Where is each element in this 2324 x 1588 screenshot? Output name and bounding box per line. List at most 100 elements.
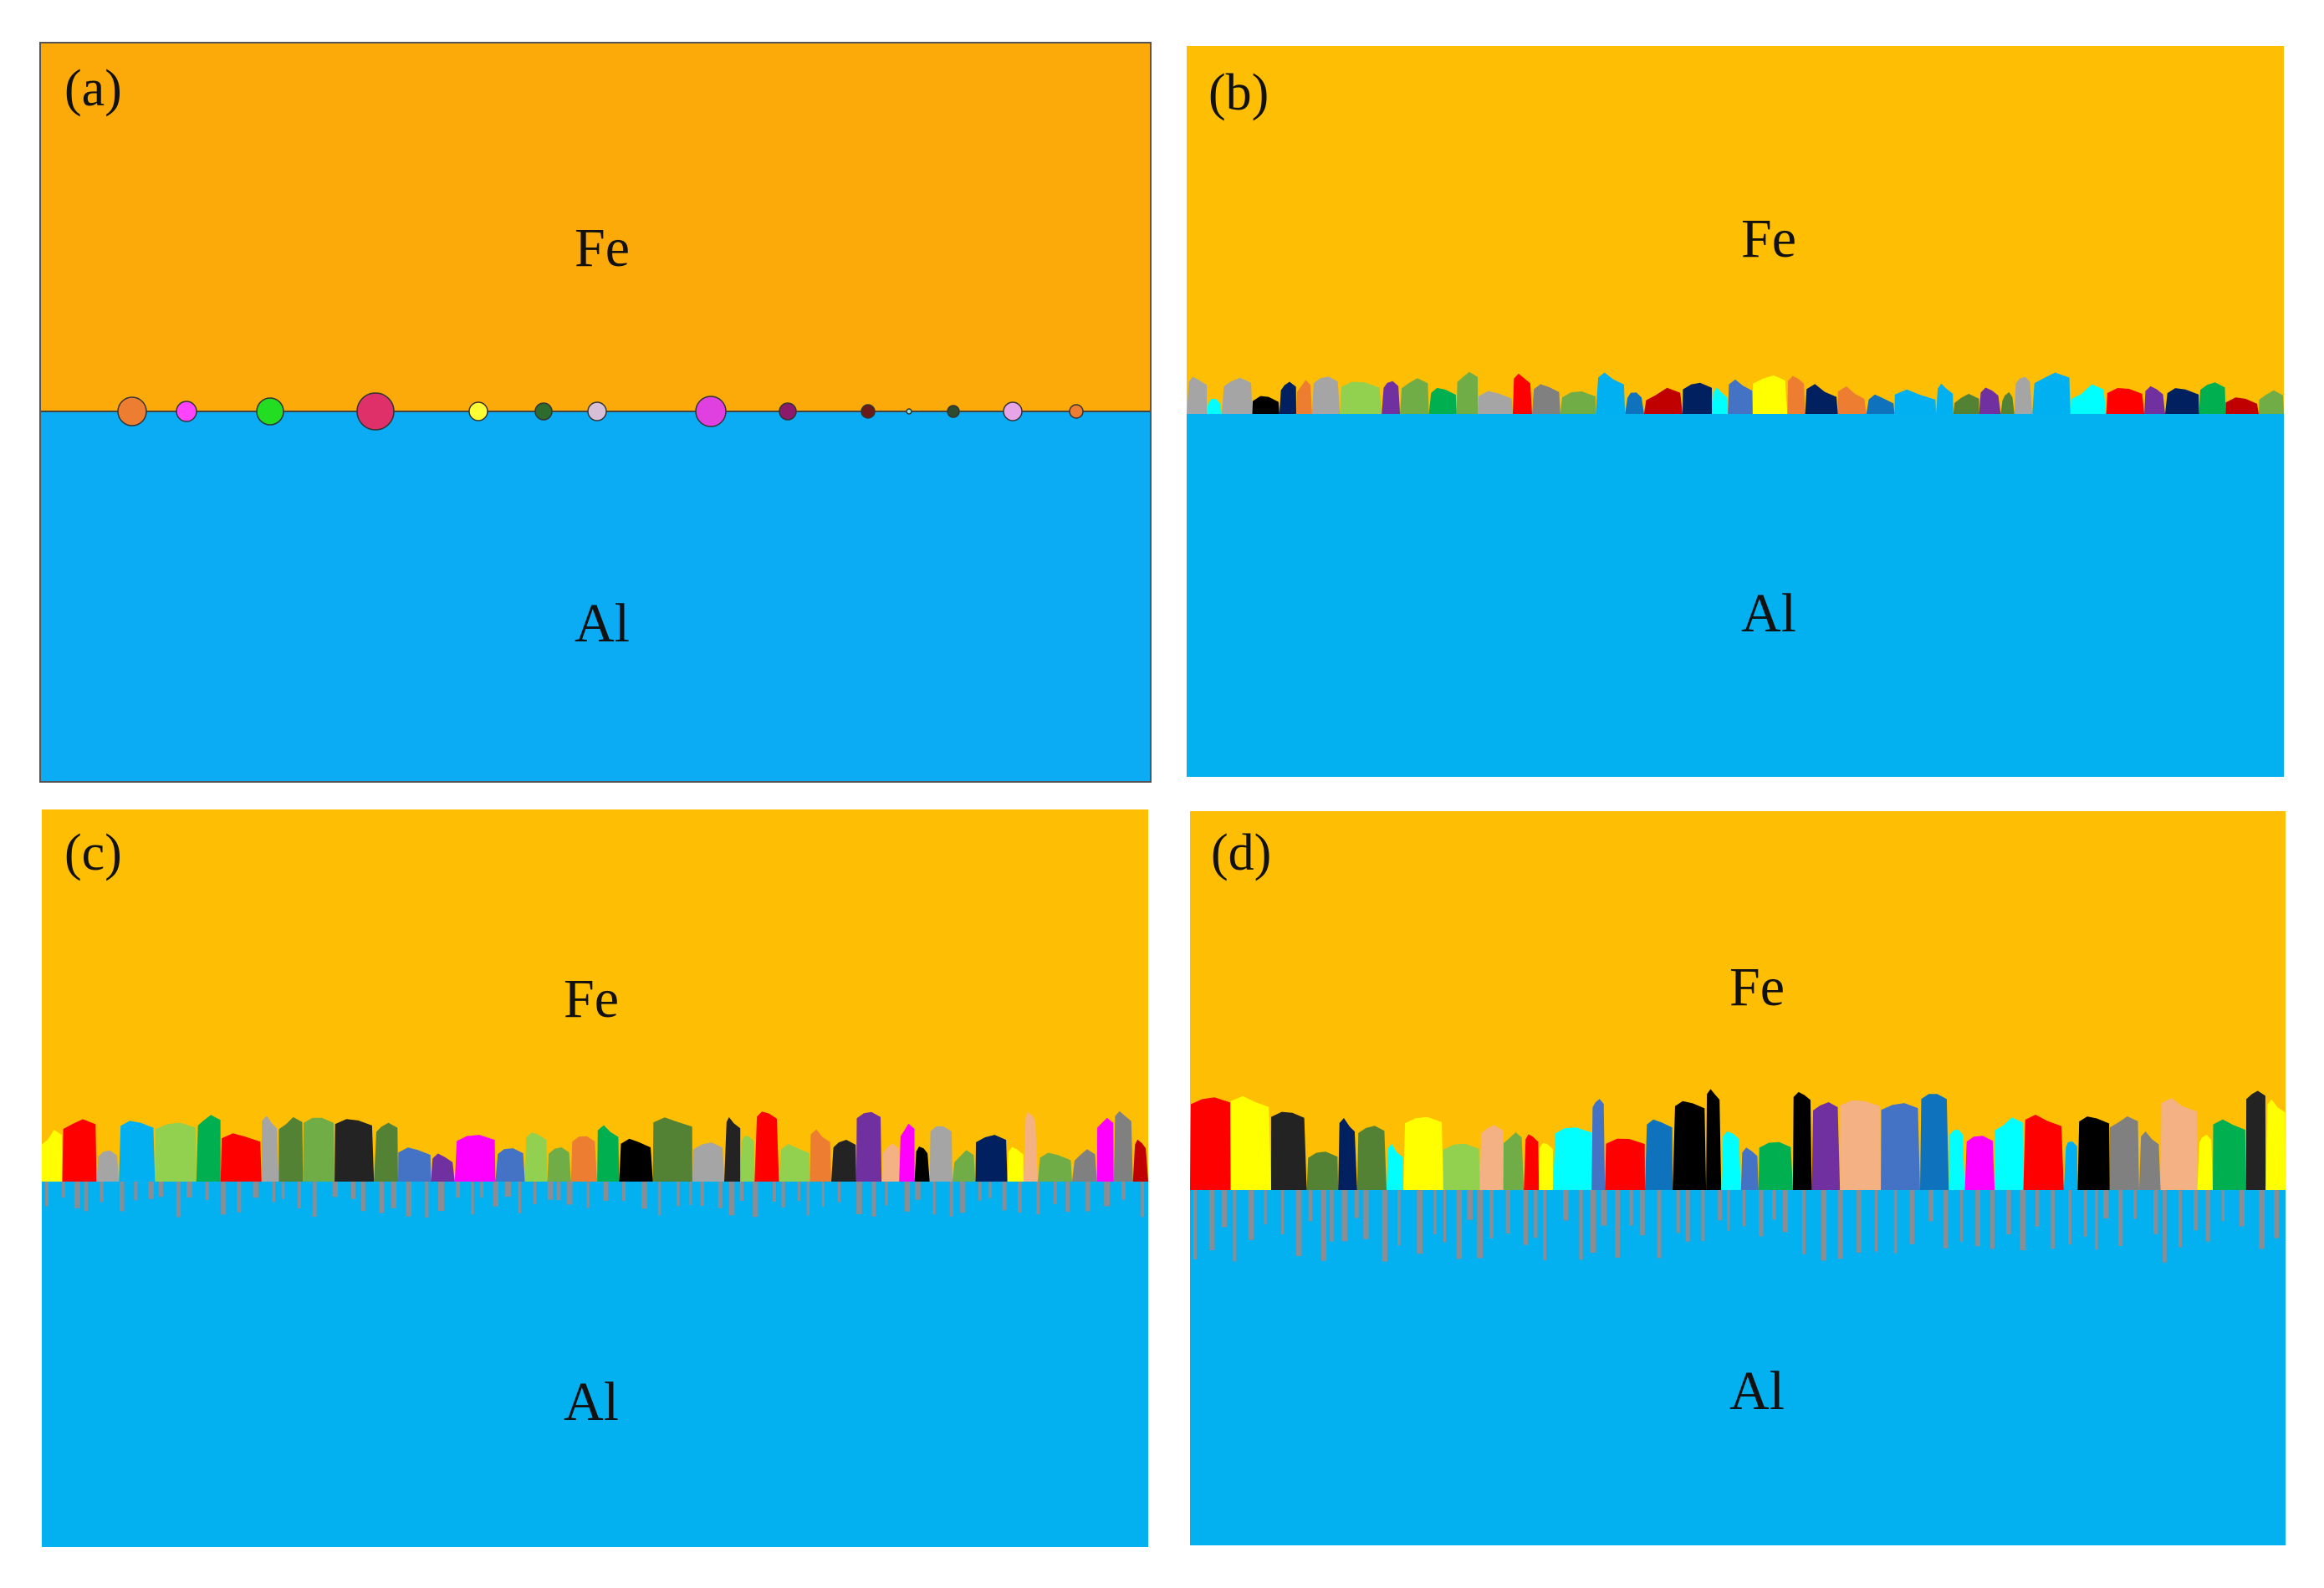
needle-precipitate [856, 1180, 862, 1214]
panel-b-diagram: (b) Fe Al [1187, 46, 2284, 777]
interface-grain [914, 1146, 930, 1182]
interface-grain [2259, 390, 2284, 414]
nucleus-particle [906, 408, 912, 415]
interface-grain [2014, 376, 2033, 414]
needle-precipitate [186, 1180, 192, 1197]
needle-precipitate [1017, 1180, 1022, 1213]
interface-grain [1207, 398, 1222, 414]
needle-precipitate [2051, 1188, 2055, 1249]
interface-grain [1811, 1102, 1841, 1190]
interface-grain [398, 1147, 432, 1182]
interface-grain [1456, 371, 1479, 414]
needle-precipitate [1975, 1188, 1980, 1247]
interface-grain [1387, 1143, 1404, 1190]
fe-label-b: Fe [1741, 208, 1796, 269]
nucleus-particle [356, 392, 395, 431]
needle-precipitate [1433, 1188, 1437, 1234]
panel-a-label: (a) [64, 60, 122, 117]
al-region [39, 411, 1152, 783]
interface-grain [1706, 1089, 1722, 1190]
needle-precipitate [1036, 1180, 1040, 1215]
interface-grain [1979, 387, 2001, 414]
needle-precipitate [1341, 1188, 1348, 1242]
needle-precipitate [74, 1180, 80, 1208]
interface-grain [1964, 1136, 1995, 1190]
interface-grain [1356, 1126, 1387, 1190]
needle-precipitate [1330, 1188, 1334, 1242]
interface-grain [62, 1119, 97, 1182]
needle-precipitate [253, 1180, 259, 1198]
interface-grain [1230, 1095, 1271, 1190]
interface-grain [1271, 1111, 1307, 1190]
needle-precipitate [622, 1180, 626, 1201]
interface-grain [2077, 1116, 2110, 1190]
needle-precipitate [176, 1180, 181, 1218]
needle-precipitate [932, 1180, 936, 1215]
needle-precipitate [2153, 1188, 2158, 1234]
needle-precipitate [350, 1180, 356, 1199]
interface-grain [1524, 1134, 1540, 1190]
fe-label-c: Fe [564, 968, 619, 1029]
interface-grain [1596, 372, 1626, 414]
interface-grain [1428, 387, 1457, 414]
needle-precipitate [84, 1180, 88, 1212]
needle-precipitate [1943, 1188, 1949, 1248]
needle-precipitate [1543, 1188, 1546, 1261]
interface-grain [740, 1136, 755, 1182]
panel-a: (a) Fe Al [39, 42, 1152, 783]
al-label-b: Al [1741, 583, 1796, 644]
needle-precipitate [1085, 1180, 1090, 1212]
interface-grain [1400, 378, 1429, 414]
interface-grain [856, 1111, 882, 1182]
interface-diagram-c [42, 809, 1148, 1547]
interface-grain [2023, 1115, 2064, 1190]
needle-precipitate [1489, 1188, 1494, 1238]
interface-grain [929, 1126, 953, 1182]
panel-d: (d) Fe Al [1190, 811, 2286, 1545]
interface-grain [495, 1148, 525, 1182]
needle-precipitate [700, 1180, 704, 1207]
interface-grain [524, 1132, 548, 1182]
needle-precipitate [1121, 1180, 1126, 1200]
nucleus-particle [256, 397, 284, 426]
interface-grain [431, 1153, 455, 1182]
interface-grain [1532, 384, 1560, 414]
panel-b-label: (b) [1208, 64, 1269, 121]
interface-grain [155, 1122, 197, 1182]
interface-grain [1793, 1091, 1812, 1190]
needle-precipitate [1264, 1188, 1267, 1225]
needle-precipitate [1742, 1188, 1746, 1227]
needle-precipitate [2163, 1188, 2167, 1263]
interface-grain [2070, 384, 2107, 414]
interface-grain [278, 1116, 304, 1182]
needle-precipitate [2102, 1188, 2109, 1218]
interface-grain [899, 1123, 915, 1182]
needle-precipitate [455, 1180, 461, 1198]
needle-precipitate [2221, 1188, 2225, 1222]
needle-precipitate [586, 1180, 590, 1208]
needle-precipitate [1248, 1188, 1254, 1240]
needle-precipitate [1456, 1188, 1463, 1259]
needle-precipitate [821, 1180, 825, 1207]
needle-precipitate [1639, 1188, 1645, 1236]
needle-precipitate [313, 1180, 317, 1217]
interface-grain [1758, 1141, 1793, 1190]
needle-precipitate [379, 1180, 385, 1213]
needle-precipitate [556, 1180, 561, 1201]
needle-precipitate [2035, 1188, 2040, 1227]
needle-precipitate [2094, 1188, 2098, 1250]
needle-precipitate [438, 1180, 444, 1212]
needle-precipitate [1209, 1188, 1215, 1251]
interface-grain [2160, 1098, 2198, 1190]
needle-precipitate [297, 1180, 301, 1208]
needle-precipitate [2239, 1188, 2245, 1227]
needle-precipitate [960, 1180, 966, 1213]
needle-precipitate [1701, 1188, 1705, 1241]
interface-grain [2063, 1141, 2078, 1190]
needle-precipitate [1629, 1188, 1633, 1226]
nucleus-particle [117, 396, 147, 426]
needle-precipitate [1320, 1188, 1327, 1261]
needle-precipitate [2084, 1188, 2087, 1237]
needle-precipitate [781, 1180, 785, 1208]
interface-grain [1740, 1147, 1759, 1190]
